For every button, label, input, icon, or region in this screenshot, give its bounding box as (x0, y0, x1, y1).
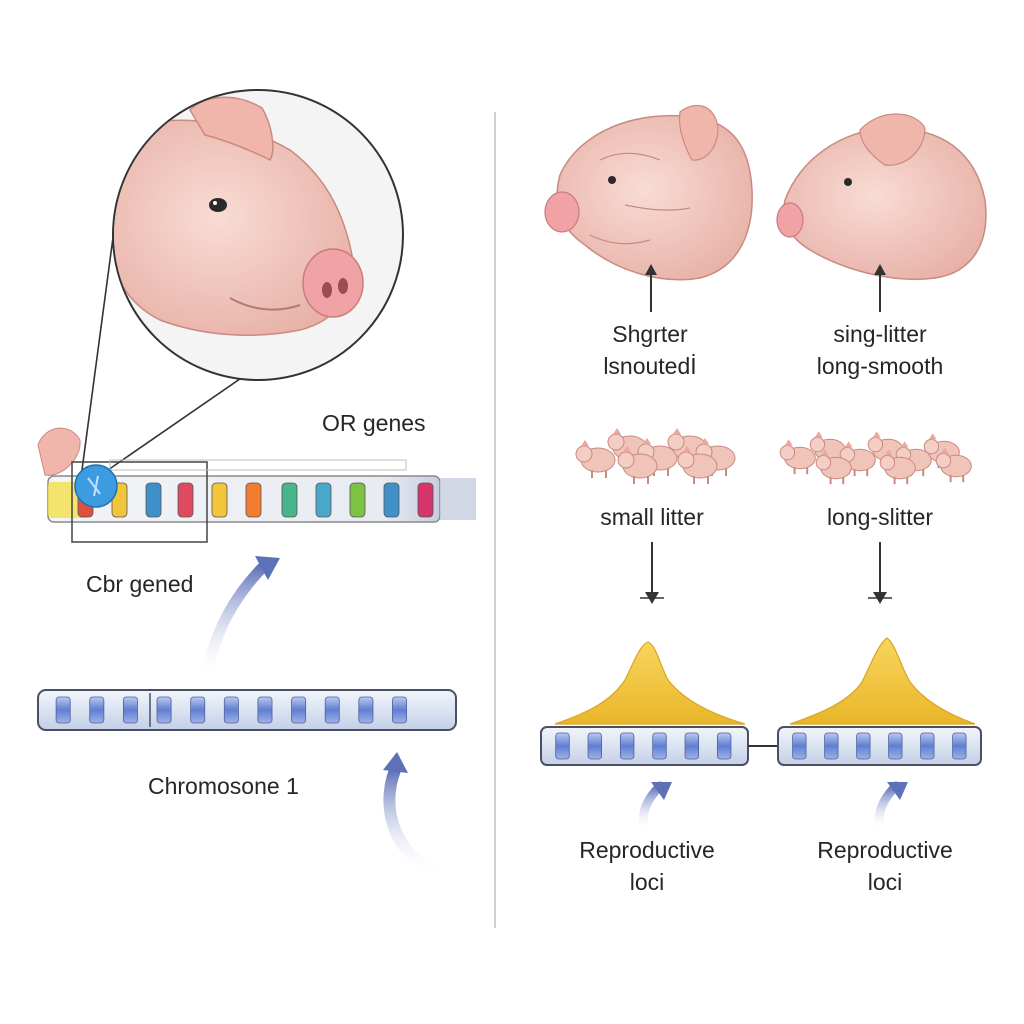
piglet (935, 447, 972, 483)
arrow-up (874, 264, 886, 312)
curved-arrow-up (199, 559, 271, 686)
chromosome-band (55, 696, 71, 724)
arrow-down (868, 542, 892, 604)
arrow-up (645, 264, 657, 312)
chromosome-band (291, 696, 307, 724)
chromosome-band (156, 696, 172, 724)
association-peak-left (554, 641, 746, 725)
piglet (677, 446, 718, 484)
chromosome-band (684, 732, 700, 760)
small-litter-illustration (575, 428, 736, 484)
gene-segment (211, 482, 228, 518)
gene-segment (177, 482, 194, 518)
trait-label-left-line2: lsnoutedİ (603, 353, 697, 379)
zoom-line (107, 371, 251, 471)
gene-segment (315, 482, 332, 518)
gene-segment (281, 482, 298, 518)
gene-segment (349, 482, 366, 518)
chromosome-band (619, 732, 635, 760)
large-litter-illustration (779, 431, 972, 485)
chromosome-1-label: Chromosone 1 (148, 773, 299, 799)
pig-ear-fragment (37, 427, 81, 476)
chromosome-band (324, 696, 340, 724)
curved-arrow-up (874, 781, 901, 835)
trait-label-right-line1: sing-litter (833, 321, 927, 347)
chromosome-band (792, 732, 807, 760)
arrow-head (383, 752, 408, 773)
or-gene-strip (47, 459, 476, 543)
piglet (879, 449, 916, 485)
chromosome-band (190, 696, 206, 724)
chromosome-band (888, 732, 903, 760)
curved-arrow-up (383, 764, 446, 881)
trait-label-right-line2: long-smooth (816, 353, 944, 379)
gene-segment (245, 482, 262, 518)
arrow-head (887, 782, 908, 800)
chromosome-band (555, 732, 570, 760)
pig-head-short-snout (544, 104, 753, 281)
zoom-line (79, 199, 119, 486)
chromosome-band (89, 696, 105, 724)
piglet (815, 449, 852, 485)
gene-segment (145, 482, 162, 518)
chromosome-band (223, 696, 239, 724)
piglet (867, 431, 904, 467)
curved-arrow-up (639, 781, 665, 835)
chromosome-band (257, 696, 273, 724)
association-peak-right (789, 637, 976, 725)
chromosome-band (392, 696, 407, 724)
loci-label-left-line1: Reproductive (579, 837, 715, 863)
chromosome-band (587, 732, 603, 760)
chromosome-band (122, 696, 138, 724)
arrow-head (651, 782, 672, 800)
cbr-genes-label: Cbr gened (86, 571, 194, 597)
chromosome-right-locus (777, 726, 982, 766)
chromosome-band (952, 732, 967, 760)
chromosome-band (358, 696, 374, 724)
loci-label-left-line2: loci (629, 869, 665, 895)
loci-label-right-line2: loci (867, 869, 903, 895)
magnified-pig-head (112, 89, 404, 381)
chromosome-band (856, 732, 871, 760)
pig-head-long-smooth (776, 113, 987, 281)
chromosome-band (824, 732, 839, 760)
arrow-head (255, 556, 280, 580)
gene-segment (383, 482, 400, 518)
gene-segment (417, 482, 434, 518)
piglet (779, 439, 816, 475)
arrow-down (640, 542, 664, 604)
piglet (617, 446, 658, 484)
gene-segments (77, 482, 434, 518)
trait-label-left-line1: Shgrter (612, 321, 688, 347)
litter-label-left: small litter (600, 504, 704, 530)
chromosome-band (652, 732, 667, 760)
piglet (575, 440, 616, 478)
chromosome-1 (37, 689, 457, 731)
chromosome-left-locus (540, 726, 749, 766)
or-genes-label: OR genes (322, 410, 426, 436)
chromosome-band (716, 732, 732, 760)
chromosome-band (920, 732, 935, 760)
loci-label-right-line1: Reproductive (817, 837, 953, 863)
litter-label-right: long-slitter (826, 504, 934, 530)
